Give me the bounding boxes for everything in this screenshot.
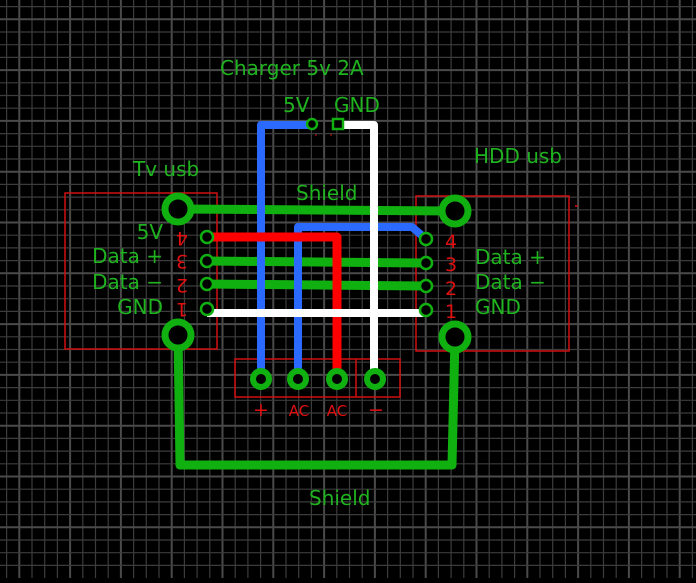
charger-mark-2 xyxy=(330,134,332,136)
rectifier-label-ac1: AC xyxy=(289,402,309,420)
shield-label-bottom: Shield xyxy=(309,486,370,510)
tv-usb-shield-pad-bottom xyxy=(161,318,195,352)
hdd-usb-shield-pad-bottom xyxy=(438,320,472,354)
trace-ac-to-hdd5v xyxy=(294,223,429,378)
tv-usb-pin-3 xyxy=(199,253,215,269)
hdd-usb-pin-3 xyxy=(418,255,434,271)
trace-gnd-charger xyxy=(338,121,378,378)
hdd-usb-pin-number-1: 1 xyxy=(445,301,457,323)
trace-ac-to-tv5v xyxy=(207,232,342,378)
tv-usb-title: Tv usb xyxy=(132,157,199,181)
tv-usb-pin-name-4: 5V xyxy=(137,220,164,244)
charger-pin-label-gnd: GND xyxy=(334,93,380,117)
hdd-usb-shield-pad-top xyxy=(438,194,472,228)
trace-shield-top xyxy=(173,204,460,216)
rectifier-outline xyxy=(234,358,401,398)
trace-data-minus xyxy=(202,279,431,291)
tv-usb-pin-number-2: 2 xyxy=(176,274,188,296)
charger-pin-label-5v: 5V xyxy=(283,93,310,117)
charger-pad-5v xyxy=(305,117,319,131)
mount-pads xyxy=(161,192,472,354)
hdd-usb-outline xyxy=(415,195,570,352)
hdd-usb-pin-number-3: 3 xyxy=(445,254,457,276)
tv-usb-pin-number-3: 3 xyxy=(176,250,188,272)
tv-usb-pin-name-1: GND xyxy=(117,295,163,319)
rectifier-pads xyxy=(250,368,386,390)
tv-usb-pin-name-3: Data + xyxy=(92,244,163,268)
trace-data-plus xyxy=(202,256,431,268)
tv-usb-pin-name-2: Data − xyxy=(92,270,163,294)
trace-plus-to-5v xyxy=(257,121,312,378)
tv-usb-pin-1 xyxy=(199,301,215,317)
hdd-usb-title: HDD usb xyxy=(474,144,562,168)
hdd-usb-pin-name-3: Data + xyxy=(475,245,546,269)
rectifier-pad-ac2 xyxy=(326,368,348,390)
rectifier-pad-minus xyxy=(364,368,386,390)
hdd-usb-pin-name-2: Data − xyxy=(475,270,546,294)
trace-shield-bottom xyxy=(173,330,460,470)
tv-usb-pin-4 xyxy=(199,229,215,245)
tv-usb-outline xyxy=(64,192,218,350)
tv-usb-pin-number-4: 4 xyxy=(176,227,188,249)
rectifier-label-plus: + xyxy=(253,399,269,421)
shield-label-top: Shield xyxy=(296,181,357,205)
hdd-usb-pin-number-4: 4 xyxy=(445,231,457,253)
usb-pins xyxy=(199,229,434,318)
shield-traces xyxy=(173,204,460,470)
hdd-usb-pin-4 xyxy=(418,231,434,247)
rectifier-label-minus: − xyxy=(368,399,384,421)
charger-title: Charger 5v 2A xyxy=(220,56,364,80)
tv-usb-pin-number-1: 1 xyxy=(176,298,188,320)
blue-traces xyxy=(257,121,429,378)
hdd-usb-pin-2 xyxy=(418,278,434,294)
tv-usb-pin-2 xyxy=(199,276,215,292)
hdd-usb-pin-name-1: GND xyxy=(475,295,521,319)
hdd-usb-pin-number-2: 2 xyxy=(445,278,457,300)
tv-usb-shield-pad-top xyxy=(161,192,195,226)
rectifier-pad-plus xyxy=(250,368,272,390)
charger-mark-1 xyxy=(315,134,317,136)
hdd-usb-pin-1 xyxy=(418,302,434,318)
rectifier-pad-ac1 xyxy=(287,368,309,390)
rectifier-label-ac2: AC xyxy=(327,402,347,420)
white-traces xyxy=(207,121,426,378)
charger-pad-gnd-hole xyxy=(335,121,341,127)
